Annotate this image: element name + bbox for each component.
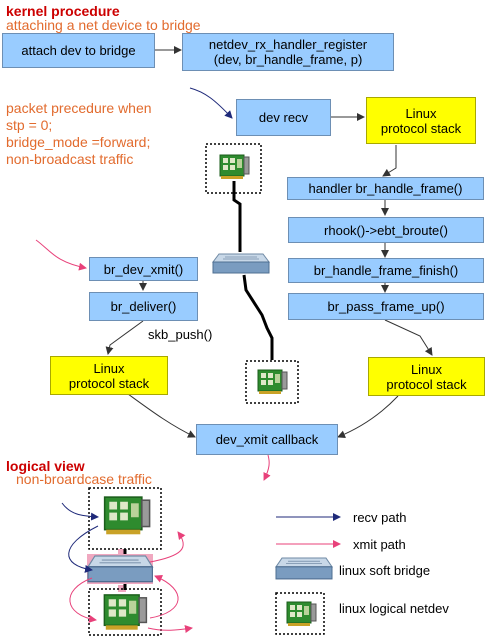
protocol-stack-left: Linux protocol stack: [50, 356, 168, 395]
legend-xmit-path: xmit path: [353, 537, 406, 552]
protocol-stack-right: Linux protocol stack: [368, 357, 485, 396]
br-dev-xmit-box: br_dev_xmit(): [89, 257, 198, 281]
br-handle-frame-finish-box: br_handle_frame_finish(): [288, 258, 484, 283]
protocol-stack-left-line2: protocol stack: [68, 375, 150, 391]
protocol-stack-top-line1: Linux: [405, 105, 437, 121]
soft-bridge-icon: [87, 554, 154, 584]
dev-recv-box: dev recv: [236, 99, 331, 136]
legend-logical-netdev: linux logical netdev: [339, 601, 449, 616]
network-card-icon: [275, 592, 325, 635]
protocol-stack-right-line1: Linux: [410, 361, 443, 377]
protocol-stack-left-line1: Linux: [93, 360, 125, 376]
network-card-icon: [99, 591, 151, 634]
condition-line-1: packet precedure when: [6, 100, 152, 116]
diagram-subtitle: attaching a net device to bridge: [6, 17, 201, 33]
protocol-stack-top-line2: protocol stack: [380, 120, 462, 136]
protocol-stack-right-line2: protocol stack: [386, 376, 467, 392]
condition-line-4: non-broadcast traffic: [6, 151, 134, 167]
rx-handler-register-box: netdev_rx_handler_register (dev, br_hand…: [182, 33, 394, 71]
diagram-title: kernel procedure: [6, 3, 120, 19]
rhook-ebt-broute-box: rhook()->ebt_broute(): [288, 217, 484, 243]
skb-push-label: skb_push(): [148, 327, 213, 342]
protocol-stack-top: Linux protocol stack: [366, 97, 476, 144]
legend-recv-path: recv path: [353, 510, 407, 525]
soft-bridge-icon: [212, 253, 270, 274]
br-deliver-box: br_deliver(): [89, 292, 198, 321]
legend-soft-bridge: linux soft bridge: [339, 563, 431, 578]
network-card-icon: [99, 493, 154, 539]
handler-br-handle-frame-box: handler br_handle_frame(): [287, 177, 484, 200]
rx-handler-register-line2: (dev, br_handle_frame, p): [213, 52, 363, 67]
logical-view-title: logical view: [6, 458, 85, 474]
network-card-icon: [245, 360, 299, 404]
attach-dev-box: attach dev to bridge: [2, 33, 155, 68]
logical-view-subtitle: non-broardcase traffic: [16, 471, 152, 487]
condition-line-3: bridge_mode =forward;: [6, 134, 151, 150]
condition-line-2: stp = 0;: [6, 117, 53, 133]
br-pass-frame-up-box: br_pass_frame_up(): [288, 293, 484, 320]
soft-bridge-icon: [275, 557, 333, 580]
dev-xmit-callback-box: dev_xmit callback: [196, 424, 338, 455]
rx-handler-register-line1: netdev_rx_handler_register: [208, 37, 368, 52]
